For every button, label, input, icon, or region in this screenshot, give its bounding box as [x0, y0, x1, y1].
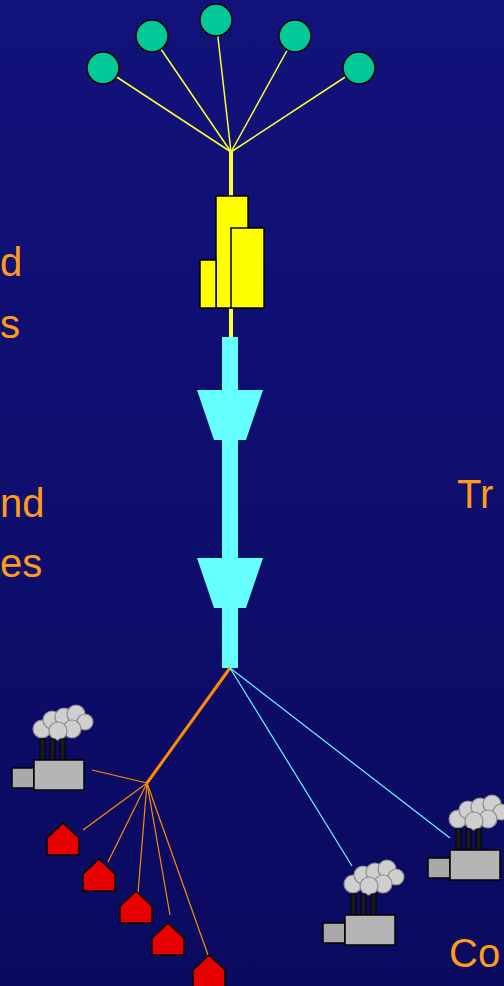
cropped-label: es — [0, 541, 42, 585]
factory — [12, 705, 93, 790]
transformer-shaft — [197, 337, 263, 668]
service-lines — [83, 770, 208, 955]
house — [47, 823, 79, 855]
generator-circles — [87, 4, 375, 84]
house — [120, 891, 152, 923]
industrial-lines — [230, 668, 450, 866]
feeder-lines — [103, 20, 359, 152]
cropped-label: d — [0, 240, 22, 284]
factory — [428, 795, 504, 880]
cropped-label: nd — [0, 481, 45, 525]
house — [83, 859, 115, 891]
house — [193, 955, 225, 986]
cropped-label: Co — [449, 931, 500, 975]
yellow-trunk — [229, 152, 233, 198]
yellow-trunk — [229, 306, 233, 338]
factory — [323, 860, 404, 945]
house — [152, 923, 184, 955]
distribution-line — [147, 668, 230, 783]
cropped-label: s — [0, 302, 20, 346]
building — [200, 196, 264, 308]
cropped-label: Tr — [457, 472, 493, 516]
